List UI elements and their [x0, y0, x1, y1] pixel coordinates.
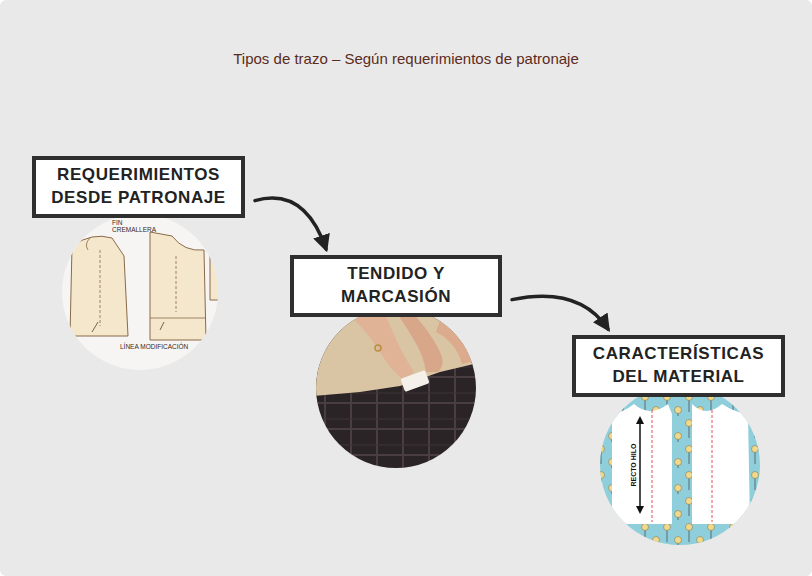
fabric-illustration [598, 383, 762, 547]
drawing-annotation: LÍNEA MODIFICACIÓN [120, 343, 200, 350]
flow-arrow [512, 296, 608, 329]
step-label: REQUERIMIENTOS DESDE PATRONAJE [44, 164, 233, 210]
diagram-title: Tipos de trazo – Según requerimientos de… [0, 50, 812, 67]
step-box: CARACTERÍSTICAS DEL MATERIAL [572, 335, 785, 397]
step-label: TENDIDO Y MARCASIÓN [302, 263, 490, 309]
pattern-illustration [60, 212, 220, 372]
step-box: REQUERIMIENTOS DESDE PATRONAJE [32, 156, 245, 218]
drawing-annotation: FIN CREMALLERA [112, 219, 158, 234]
flow-arrow [255, 198, 326, 249]
step-label: CARACTERÍSTICAS DEL MATERIAL [584, 343, 773, 389]
marking-photo [312, 300, 482, 474]
step-box: TENDIDO Y MARCASIÓN [290, 255, 502, 317]
drawing-annotation: RECTO HILO [630, 435, 638, 495]
